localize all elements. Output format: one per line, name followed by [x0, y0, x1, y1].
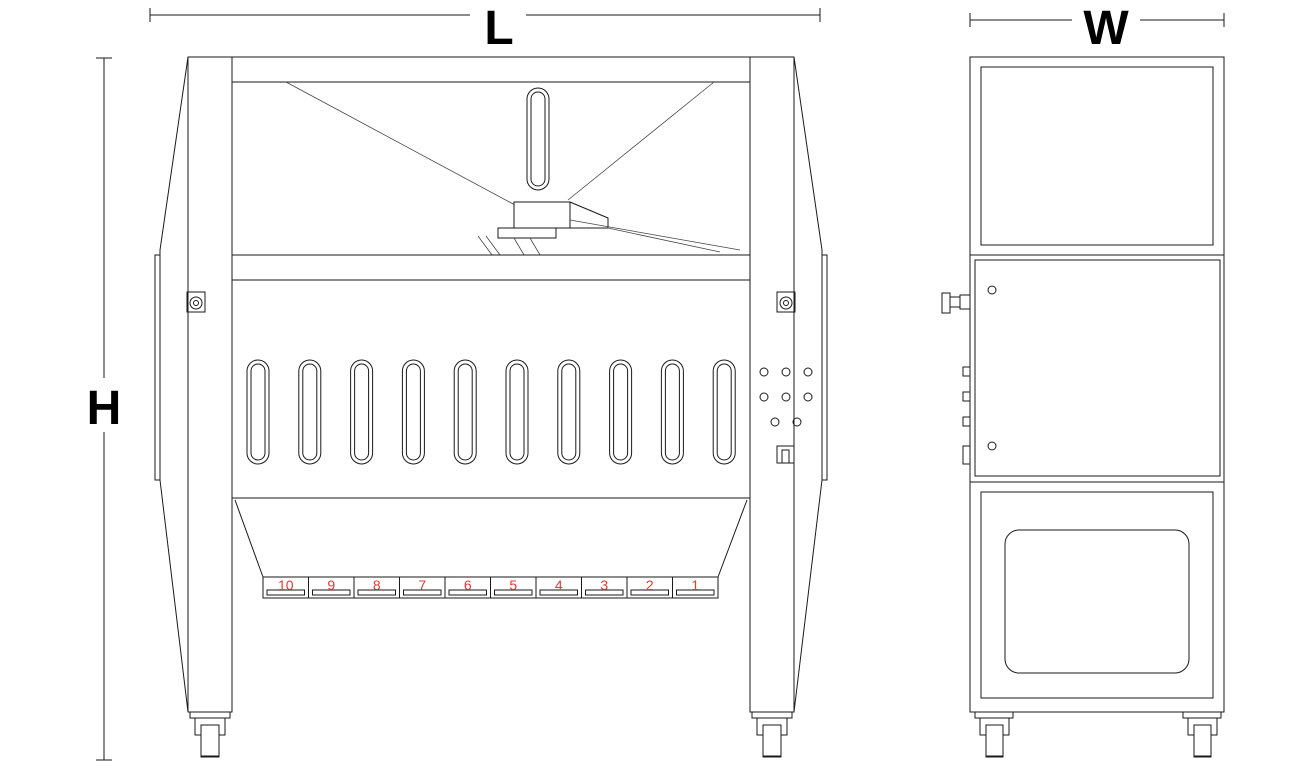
window-slots — [246, 359, 736, 465]
outlet-2: 2 — [626, 577, 669, 598]
window-slot — [350, 359, 374, 465]
outlet-6: 6 — [444, 577, 487, 598]
outlet-9: 9 — [308, 577, 351, 598]
window-slot — [505, 359, 529, 465]
right-leg — [749, 56, 828, 713]
outlet-number: 5 — [509, 577, 517, 593]
outlet-number: 8 — [373, 577, 381, 593]
outlet-3: 3 — [581, 577, 624, 598]
window-slot — [453, 359, 477, 465]
outlet-number: 4 — [555, 577, 563, 593]
side-view — [941, 56, 1225, 758]
outlet-number: 10 — [278, 577, 294, 593]
upper-hopper — [285, 81, 741, 256]
outlet-number: 3 — [600, 577, 608, 593]
window-slot — [660, 359, 684, 465]
front-view: 10 9 8 7 6 5 4 3 2 1 — [154, 56, 828, 758]
window-slot — [609, 359, 633, 465]
right-bolt — [776, 291, 796, 313]
left-caster — [189, 711, 231, 758]
left-bolt — [186, 291, 206, 313]
outlet-number: 7 — [418, 577, 426, 593]
door-handle — [941, 292, 971, 314]
side-frame — [969, 56, 1225, 713]
height-dimension: H — [87, 57, 122, 761]
width-label: W — [1083, 2, 1129, 55]
inspection-window — [1004, 529, 1190, 674]
main-panel — [231, 279, 751, 499]
window-slot — [246, 359, 270, 465]
side-upper-panel — [980, 66, 1214, 246]
outlet-number: 2 — [646, 577, 654, 593]
side-left-caster — [974, 711, 1014, 758]
outlet-number: 6 — [464, 577, 472, 593]
window-slot — [712, 359, 736, 465]
outlet-5: 5 — [490, 577, 533, 598]
outlet-10: 10 — [262, 577, 305, 598]
right-caster — [751, 711, 793, 758]
window-slot — [401, 359, 425, 465]
height-label: H — [87, 382, 122, 435]
outlet-1: 1 — [672, 577, 715, 598]
outlet-row: 10 9 8 7 6 5 4 3 2 1 — [262, 577, 715, 598]
length-label: L — [484, 2, 513, 55]
window-slot — [557, 359, 581, 465]
side-right-caster — [1182, 711, 1222, 758]
outlet-number: 1 — [691, 577, 699, 593]
outlet-number: 9 — [327, 577, 335, 593]
length-dimension: L — [149, 2, 821, 55]
side-door — [974, 259, 1221, 477]
outlet-7: 7 — [399, 577, 442, 598]
control-panel — [759, 367, 813, 464]
outlet-8: 8 — [353, 577, 396, 598]
width-dimension: W — [969, 2, 1225, 55]
window-slot — [298, 359, 322, 465]
mid-beam — [231, 254, 751, 281]
side-lower-panel — [980, 491, 1214, 699]
left-leg — [154, 56, 233, 713]
outlet-4: 4 — [535, 577, 578, 598]
top-beam — [231, 56, 751, 83]
